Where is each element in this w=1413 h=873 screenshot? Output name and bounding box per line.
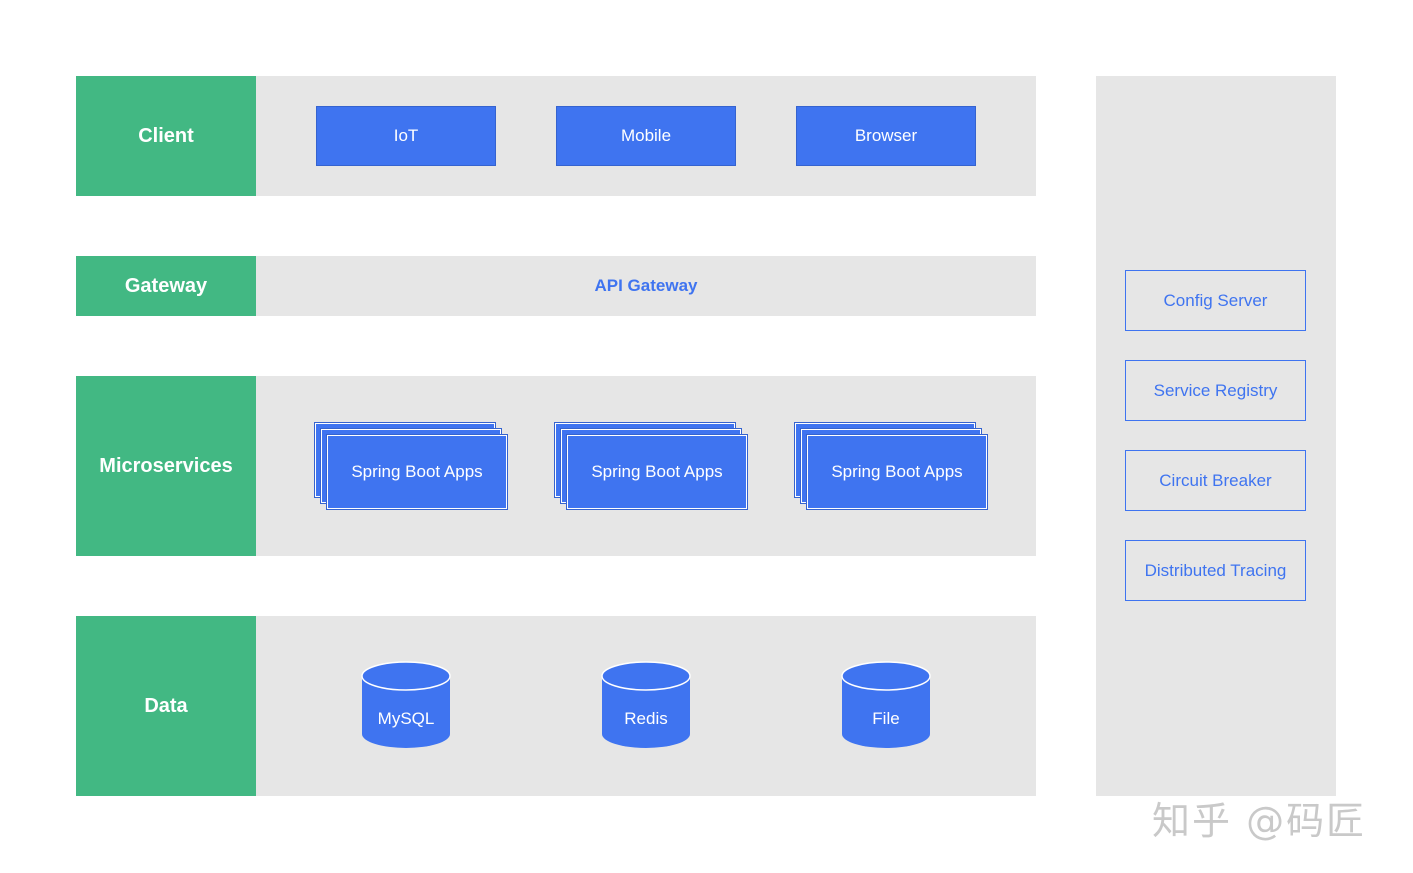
distributed-tracing-box: Distributed Tracing <box>1125 540 1306 601</box>
microservices-layer-label: Microservices <box>76 376 256 556</box>
gateway-layer: Gateway API Gateway <box>76 256 1036 316</box>
spring-boot-apps-box: Spring Boot Apps <box>326 434 508 510</box>
infrastructure-panel: Config Server Service Registry Circuit B… <box>1096 76 1336 796</box>
client-iot-box: IoT <box>316 106 496 166</box>
data-layer: Data MySQL Redis File <box>76 616 1036 796</box>
file-storage: File <box>841 661 931 751</box>
gateway-layer-label: Gateway <box>76 256 256 316</box>
file-label: File <box>872 709 900 728</box>
microservices-layer: Microservices Spring Boot Apps Spring Bo… <box>76 376 1036 556</box>
client-browser-box: Browser <box>796 106 976 166</box>
spring-boot-apps-stack: Spring Boot Apps <box>554 422 749 511</box>
redis-database: Redis <box>601 661 691 751</box>
spring-boot-apps-box: Spring Boot Apps <box>806 434 988 510</box>
api-gateway-label: API Gateway <box>594 276 698 295</box>
data-layer-label: Data <box>76 616 256 796</box>
client-layer-label: Client <box>76 76 256 196</box>
client-layer: Client IoT Mobile Browser <box>76 76 1036 196</box>
mysql-label: MySQL <box>377 709 435 728</box>
database-cylinder-icon <box>601 661 691 748</box>
database-cylinder-icon <box>361 661 451 748</box>
spring-boot-apps-stack: Spring Boot Apps <box>794 422 989 511</box>
redis-label: Redis <box>624 709 668 728</box>
service-registry-box: Service Registry <box>1125 360 1306 421</box>
database-cylinder-icon <box>841 661 931 748</box>
circuit-breaker-box: Circuit Breaker <box>1125 450 1306 511</box>
config-server-box: Config Server <box>1125 270 1306 331</box>
spring-boot-apps-stack: Spring Boot Apps <box>314 422 509 511</box>
client-mobile-box: Mobile <box>556 106 736 166</box>
watermark: 知乎 @码匠 <box>1152 799 1367 843</box>
mysql-database: MySQL <box>361 661 451 751</box>
spring-boot-apps-box: Spring Boot Apps <box>566 434 748 510</box>
